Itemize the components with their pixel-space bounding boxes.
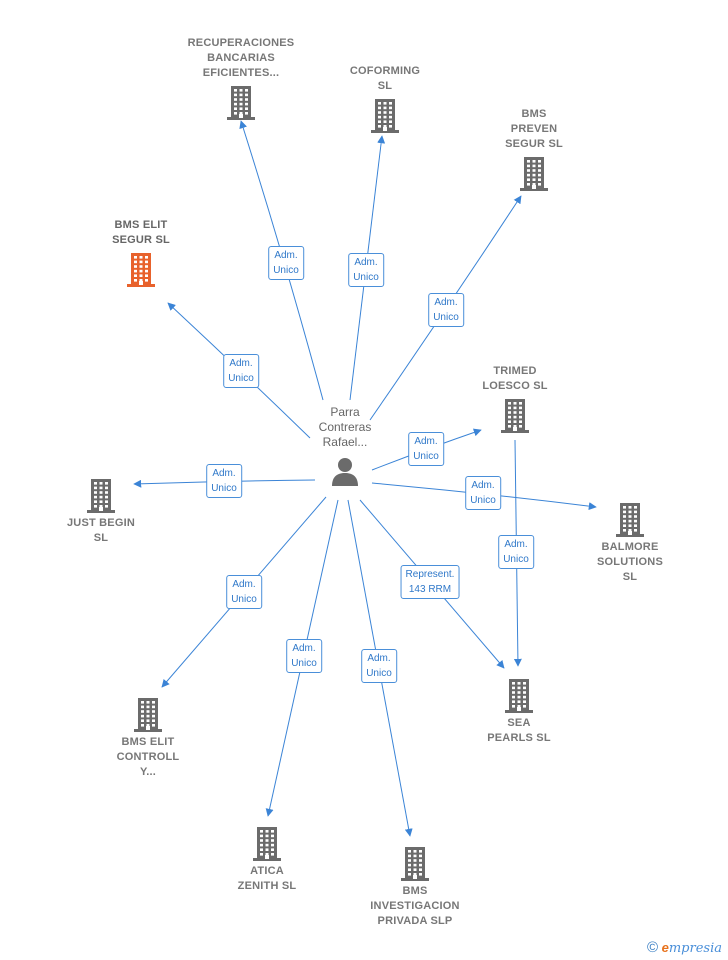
building-icon (501, 399, 529, 433)
company-node-bms-elit-segur[interactable]: BMS ELIT SEGUR SL (76, 218, 206, 287)
company-node-coforming[interactable]: COFORMING SL (320, 64, 450, 133)
company-name: COFORMING SL (349, 65, 421, 92)
relation-label[interactable]: Adm. Unico (408, 432, 444, 466)
company-name: RECUPERACIONES BANCARIAS EFICIENTES... (187, 37, 295, 79)
building-icon (616, 503, 644, 537)
company-node-balmore[interactable]: BALMORE SOLUTIONS SL (565, 501, 695, 585)
company-node-trimed[interactable]: TRIMED LOESCO SL (450, 364, 580, 433)
relation-label[interactable]: Adm. Unico (286, 639, 322, 673)
company-node-bms-preven[interactable]: BMS PREVEN SEGUR SL (469, 107, 599, 191)
relation-label[interactable]: Represent. 143 RRM (400, 565, 460, 599)
relation-label[interactable]: Adm. Unico (348, 253, 384, 287)
company-name: SEA PEARLS SL (487, 717, 551, 744)
company-name: TRIMED LOESCO SL (482, 365, 548, 392)
company-name: BMS PREVEN SEGUR SL (505, 108, 563, 150)
relation-label[interactable]: Adm. Unico (361, 649, 397, 683)
building-icon (371, 99, 399, 133)
company-node-atica[interactable]: ATICA ZENITH SL (202, 825, 332, 894)
building-icon (227, 86, 255, 120)
copyright-icon: © (646, 939, 658, 956)
building-icon (87, 479, 115, 513)
company-node-bms-elit-controll[interactable]: BMS ELIT CONTROLL Y... (83, 696, 213, 780)
relation-label[interactable]: Adm. Unico (223, 354, 259, 388)
company-name: BMS ELIT CONTROLL Y... (116, 736, 180, 778)
company-node-bms-investigacion[interactable]: BMS INVESTIGACION PRIVADA SLP (350, 845, 480, 929)
company-node-recuperaciones[interactable]: RECUPERACIONES BANCARIAS EFICIENTES... (176, 36, 306, 120)
relation-label[interactable]: Adm. Unico (206, 464, 242, 498)
empresia-logo[interactable]: © empresia (646, 939, 722, 956)
building-icon (520, 157, 548, 191)
building-icon (401, 847, 429, 881)
person-name: Parra Contreras Rafael... (318, 405, 372, 449)
building-icon (505, 679, 533, 713)
relation-label[interactable]: Adm. Unico (498, 535, 534, 569)
building-icon (127, 253, 155, 287)
company-name: BMS INVESTIGACION PRIVADA SLP (370, 885, 460, 927)
center-person[interactable]: Parra Contreras Rafael... (290, 405, 400, 486)
company-node-sea-pearls[interactable]: SEA PEARLS SL (454, 677, 584, 746)
company-name: JUST BEGIN SL (66, 517, 135, 544)
relation-label[interactable]: Adm. Unico (428, 293, 464, 327)
building-icon (253, 827, 281, 861)
relation-label[interactable]: Adm. Unico (465, 476, 501, 510)
relation-label[interactable]: Adm. Unico (268, 246, 304, 280)
company-name: ATICA ZENITH SL (237, 865, 297, 892)
person-icon (332, 458, 358, 486)
company-name: BALMORE SOLUTIONS SL (597, 541, 663, 583)
building-icon (134, 698, 162, 732)
company-node-just-begin[interactable]: JUST BEGIN SL (36, 477, 166, 546)
relation-label[interactable]: Adm. Unico (226, 575, 262, 609)
company-name: BMS ELIT SEGUR SL (112, 219, 170, 246)
